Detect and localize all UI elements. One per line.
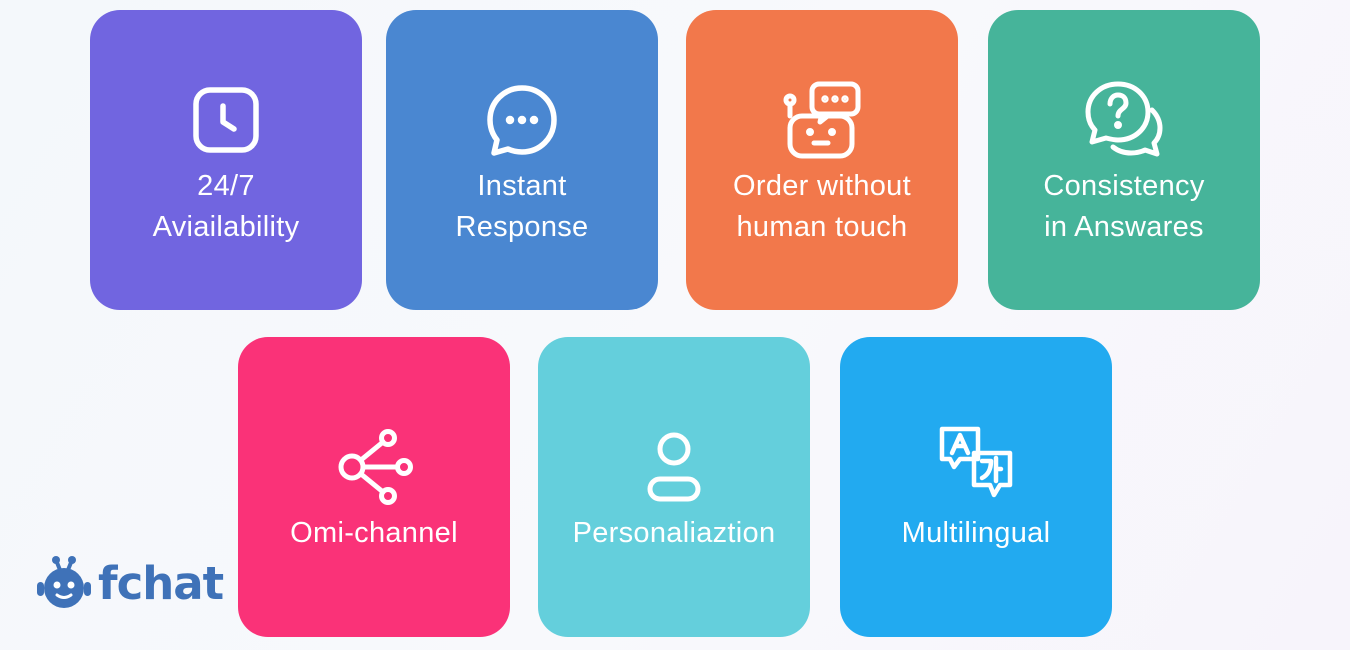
translate-icon bbox=[840, 425, 1112, 509]
robot-logo-icon bbox=[37, 556, 91, 608]
feature-label: Personaliaztion bbox=[538, 513, 810, 554]
feature-card-order-without-human: Order without human touch bbox=[686, 10, 958, 310]
share-nodes-icon bbox=[238, 425, 510, 509]
question-bubble-icon bbox=[988, 78, 1260, 162]
feature-label: Consistency in Answares bbox=[988, 166, 1260, 248]
feature-card-personalization: Personaliaztion bbox=[538, 337, 810, 637]
feature-label-line-1: Order without bbox=[733, 170, 911, 202]
feature-label: Instant Response bbox=[386, 166, 658, 248]
feature-label-line-2: Aviailability bbox=[152, 211, 300, 243]
feature-card-availability: 24/7 Aviailability bbox=[90, 10, 362, 310]
chat-bubble-icon bbox=[386, 78, 658, 162]
feature-label-line-1: Consistency bbox=[1043, 170, 1205, 202]
logo-text: fchat bbox=[98, 557, 224, 610]
fchat-logo: fchat bbox=[34, 554, 224, 614]
robot-chat-icon bbox=[686, 78, 958, 162]
feature-label-line-2: Response bbox=[455, 211, 589, 243]
feature-label-line-1: Personaliaztion bbox=[572, 517, 776, 549]
feature-label: Multilingual bbox=[840, 513, 1112, 554]
feature-label: Omi-channel bbox=[238, 513, 510, 554]
feature-card-instant-response: Instant Response bbox=[386, 10, 658, 310]
feature-label-line-2: in Answares bbox=[1044, 211, 1204, 243]
feature-label: Order without human touch bbox=[686, 166, 958, 248]
user-icon bbox=[538, 425, 810, 509]
clock-icon bbox=[90, 78, 362, 162]
feature-card-multilingual: Multilingual bbox=[840, 337, 1112, 637]
feature-label: 24/7 Aviailability bbox=[90, 166, 362, 248]
feature-label-line-1: Omi-channel bbox=[290, 517, 458, 549]
feature-label-line-1: 24/7 bbox=[197, 170, 255, 202]
feature-label-line-1: Multilingual bbox=[901, 517, 1051, 549]
feature-card-omnichannel: Omi-channel bbox=[238, 337, 510, 637]
feature-card-consistency: Consistency in Answares bbox=[988, 10, 1260, 310]
feature-label-line-1: Instant bbox=[477, 170, 567, 202]
feature-label-line-2: human touch bbox=[736, 211, 908, 243]
